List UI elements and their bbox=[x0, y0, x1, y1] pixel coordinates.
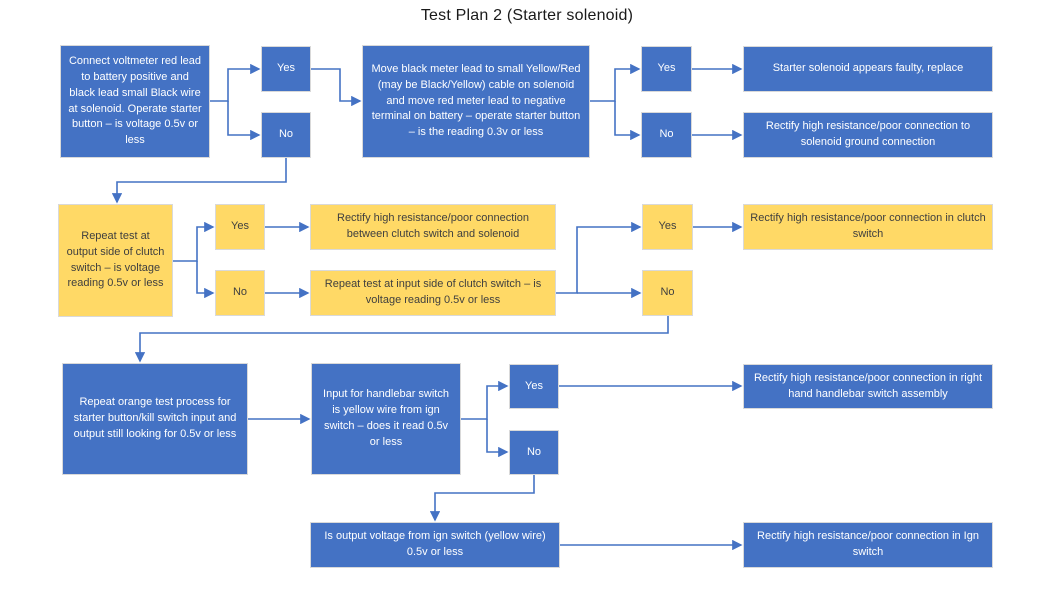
flow-node-solenoid-faulty: Starter solenoid appears faulty, replace bbox=[743, 46, 993, 92]
connector-start-yes1 bbox=[210, 63, 261, 102]
flow-node-clutch-input-test: Repeat test at input side of clutch swit… bbox=[310, 270, 556, 316]
connector-handlebar-yes5 bbox=[461, 380, 509, 420]
page-title: Test Plan 2 (Starter solenoid) bbox=[420, 7, 634, 24]
flow-node-no-5: No bbox=[509, 430, 559, 475]
connector-moveleads-no2 bbox=[614, 101, 641, 141]
flow-node-move-meter-leads: Move black meter lead to small Yellow/Re… bbox=[362, 45, 590, 158]
flow-node-rectify-clutch-switch: Rectify high resistance/poor connection … bbox=[743, 204, 993, 250]
connector-yes1-moveleads bbox=[311, 68, 362, 107]
flow-node-no-3: No bbox=[215, 270, 265, 316]
flow-node-yes-4: Yes bbox=[642, 204, 693, 250]
connector-no4-starterkill bbox=[134, 316, 669, 363]
connector-no5-ignoutput bbox=[429, 475, 535, 522]
flow-node-starter-kill-test: Repeat orange test process for starter b… bbox=[62, 363, 248, 475]
flow-node-yes-3: Yes bbox=[215, 204, 265, 250]
connector-moveleads-yes2 bbox=[590, 63, 641, 102]
flow-node-yes-1: Yes bbox=[261, 46, 311, 92]
flow-node-rectify-ground: Rectify high resistance/poor connection … bbox=[743, 112, 993, 158]
flow-node-clutch-output-test: Repeat test at output side of clutch swi… bbox=[58, 204, 173, 317]
flow-node-ign-output-test: Is output voltage from ign switch (yello… bbox=[310, 522, 560, 568]
flow-node-yes-2: Yes bbox=[641, 46, 692, 92]
flow-node-no-2: No bbox=[641, 112, 692, 158]
flow-node-rectify-clutch-solenoid: Rectify high resistance/poor connection … bbox=[310, 204, 556, 250]
connector-handlebar-no5 bbox=[486, 419, 509, 458]
flow-node-rectify-ign-switch: Rectify high resistance/poor connection … bbox=[743, 522, 993, 568]
flow-node-yes-5: Yes bbox=[509, 364, 559, 409]
connector-clutchoutput-yes3 bbox=[173, 221, 215, 262]
connector-clutchoutput-no3 bbox=[196, 261, 215, 299]
flow-node-handlebar-input-test: Input for handlebar switch is yellow wir… bbox=[311, 363, 461, 475]
flow-node-no-1: No bbox=[261, 112, 311, 158]
connector-clutchinput-yes4 bbox=[556, 221, 642, 294]
connector-no1-clutchoutput bbox=[111, 158, 287, 204]
flow-node-no-4: No bbox=[642, 270, 693, 316]
flow-node-start-voltmeter-test: Connect voltmeter red lead to battery po… bbox=[60, 45, 210, 158]
connector-start-no1 bbox=[227, 101, 261, 141]
flow-node-rectify-handlebar: Rectify high resistance/poor connection … bbox=[743, 364, 993, 409]
